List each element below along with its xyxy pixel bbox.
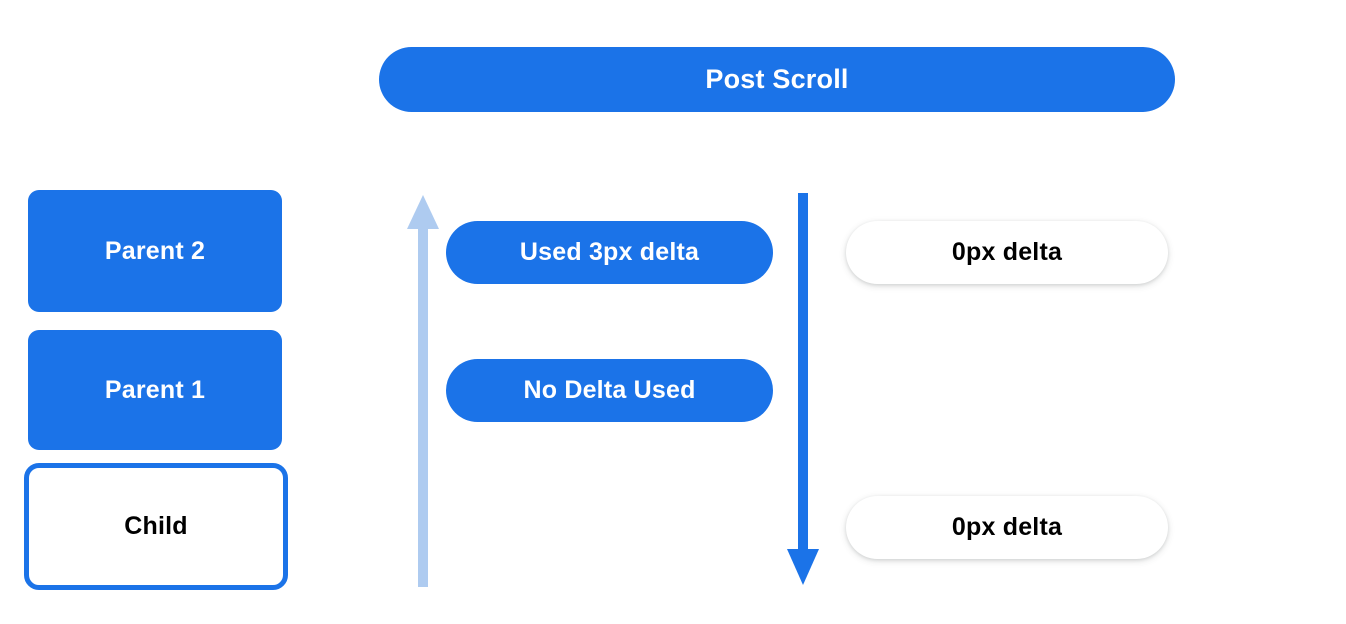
box-child-label: Child — [124, 512, 188, 540]
pill-delta-top-label: 0px delta — [951, 238, 1063, 266]
box-parent-2: Parent 2 — [28, 190, 282, 312]
pill-used-delta: Used 3px delta — [446, 221, 773, 284]
pill-no-delta-used-label: No Delta Used — [523, 376, 696, 404]
box-parent-2-label: Parent 2 — [104, 236, 206, 265]
scroll-down-arrow-icon — [783, 193, 823, 587]
pill-delta-bottom: 0px delta — [846, 496, 1168, 559]
header-banner: Post Scroll — [379, 47, 1175, 112]
scroll-up-arrow-icon — [403, 193, 443, 587]
box-parent-1: Parent 1 — [28, 330, 282, 450]
pill-used-delta-label: Used 3px delta — [519, 238, 700, 266]
pill-delta-bottom-label: 0px delta — [951, 513, 1063, 541]
box-child: Child — [24, 463, 288, 590]
pill-delta-top: 0px delta — [846, 221, 1168, 284]
pill-no-delta-used: No Delta Used — [446, 359, 773, 422]
box-parent-1-label: Parent 1 — [104, 375, 206, 404]
header-title: Post Scroll — [705, 64, 849, 94]
